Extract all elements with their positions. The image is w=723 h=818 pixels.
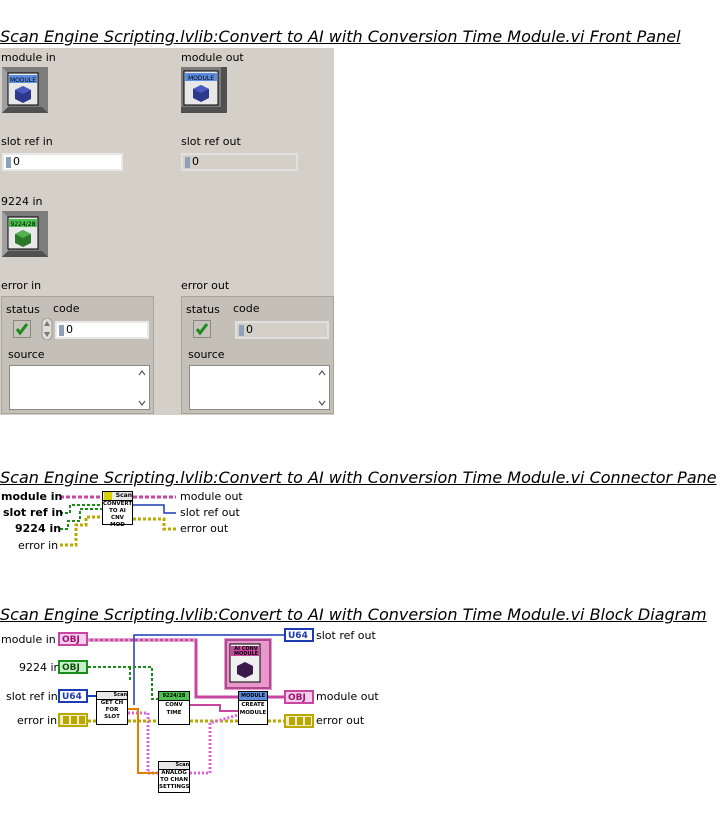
bd-error-out-label: error out	[316, 714, 365, 727]
in-9224-label: 9224 in	[1, 195, 43, 208]
cp-output-slot-ref-out: slot ref out	[180, 506, 240, 519]
svg-text:MODULE: MODULE	[188, 75, 214, 82]
svg-text:MODULE: MODULE	[10, 77, 36, 84]
error-in-label: error in	[1, 279, 42, 292]
in-9224-icon[interactable]: 9224/28	[2, 211, 48, 257]
status-label: status	[6, 303, 40, 316]
bd-slot-ref-in-label: slot ref in	[6, 690, 58, 703]
conv-time-node[interactable]: 9224/28 CONV TIME	[158, 691, 190, 725]
ni-logo-icon	[104, 492, 112, 500]
code-field[interactable]: 0	[55, 321, 149, 339]
cp-input-9224-in: 9224 in	[15, 522, 62, 535]
bd-module-out-label: module out	[316, 690, 379, 703]
status-checkbox[interactable]	[13, 320, 31, 338]
error-out-cluster: status code 0 source	[181, 296, 334, 414]
module-out-terminal[interactable]: OBJ	[284, 690, 314, 704]
checkmark-icon	[15, 323, 29, 336]
bd-module-in-label: module in	[1, 633, 56, 646]
radix-indicator	[185, 157, 190, 168]
cp-output-error-out: error out	[180, 522, 229, 535]
cp-input-error-in: error in	[18, 539, 59, 552]
connector-wires	[60, 495, 176, 547]
code-label: code	[233, 302, 260, 315]
module-in-label: module in	[1, 51, 56, 64]
radix-indicator	[6, 157, 11, 168]
svg-text:9224/28: 9224/28	[11, 221, 36, 228]
ai-conv-module-text: AI CONV MODULE	[233, 646, 259, 657]
bd-slot-ref-out-label: slot ref out	[316, 629, 376, 642]
block-diagram-wires	[88, 634, 284, 775]
source-label: source	[8, 348, 45, 361]
error-in-terminal[interactable]	[58, 713, 88, 727]
slot-ref-in-field[interactable]: 0	[2, 153, 123, 171]
radix-indicator	[239, 325, 244, 336]
status-label: status	[186, 303, 220, 316]
source-textbox[interactable]	[9, 365, 150, 410]
spinner-icon[interactable]	[41, 318, 53, 340]
cp-output-module-out: module out	[180, 490, 243, 503]
cp-input-module-in: module in	[1, 490, 63, 503]
connector-pane-title: Scan Engine Scripting.lvlib:Convert to A…	[0, 468, 717, 487]
slot-ref-out-field: 0	[181, 153, 298, 171]
checkmark-icon	[195, 323, 209, 336]
slot-ref-in-label: slot ref in	[1, 135, 53, 148]
block-diagram-title: Scan Engine Scripting.lvlib:Convert to A…	[0, 605, 707, 624]
in-9224-terminal[interactable]: OBJ	[58, 660, 88, 674]
source-textbox[interactable]	[189, 365, 330, 410]
error-out-terminal[interactable]	[284, 714, 314, 728]
create-module-node[interactable]: MODULE CREATE MODULE	[238, 691, 268, 725]
module-out-icon: MODULE	[181, 67, 227, 113]
code-indicator: 0	[235, 321, 329, 339]
error-in-cluster: status code 0 source	[1, 296, 154, 414]
bd-error-in-label: error in	[17, 714, 58, 727]
analog-to-chan-settings-node[interactable]: Scan ANALOG TO CHAN SETTINGS	[158, 761, 190, 793]
source-label: source	[188, 348, 225, 361]
error-out-label: error out	[181, 279, 230, 292]
radix-indicator	[59, 325, 64, 336]
module-out-label: module out	[181, 51, 244, 64]
slot-ref-out-label: slot ref out	[181, 135, 241, 148]
status-indicator	[193, 320, 211, 338]
connector-pane: module in slot ref in 9224 in error in S…	[0, 489, 250, 553]
code-label: code	[53, 302, 80, 315]
vi-icon: Scan CONVERT TO AI CNV MOD	[102, 491, 133, 528]
front-panel: module in MODULE module out MODULE slot …	[0, 48, 334, 415]
get-ch-for-slot-node[interactable]: Scan GET CH FOR SLOT	[96, 691, 128, 725]
bd-9224-in-label: 9224 in	[19, 661, 61, 674]
front-panel-title: Scan Engine Scripting.lvlib:Convert to A…	[0, 27, 681, 46]
scroll-arrows-icon[interactable]	[137, 368, 147, 408]
error-cluster-icon	[63, 716, 85, 724]
ai-conv-module-constant[interactable]	[224, 638, 272, 690]
slot-ref-in-terminal[interactable]: U64	[58, 689, 88, 703]
scroll-arrows-icon[interactable]	[317, 368, 327, 408]
slot-ref-out-terminal[interactable]: U64	[284, 628, 314, 642]
module-in-terminal[interactable]: OBJ	[58, 632, 88, 646]
module-in-icon[interactable]: MODULE	[2, 67, 48, 113]
block-diagram: module in 9224 in slot ref in error in O…	[0, 625, 400, 800]
cp-input-slot-ref-in: slot ref in	[3, 506, 64, 519]
error-cluster-icon	[289, 717, 311, 725]
